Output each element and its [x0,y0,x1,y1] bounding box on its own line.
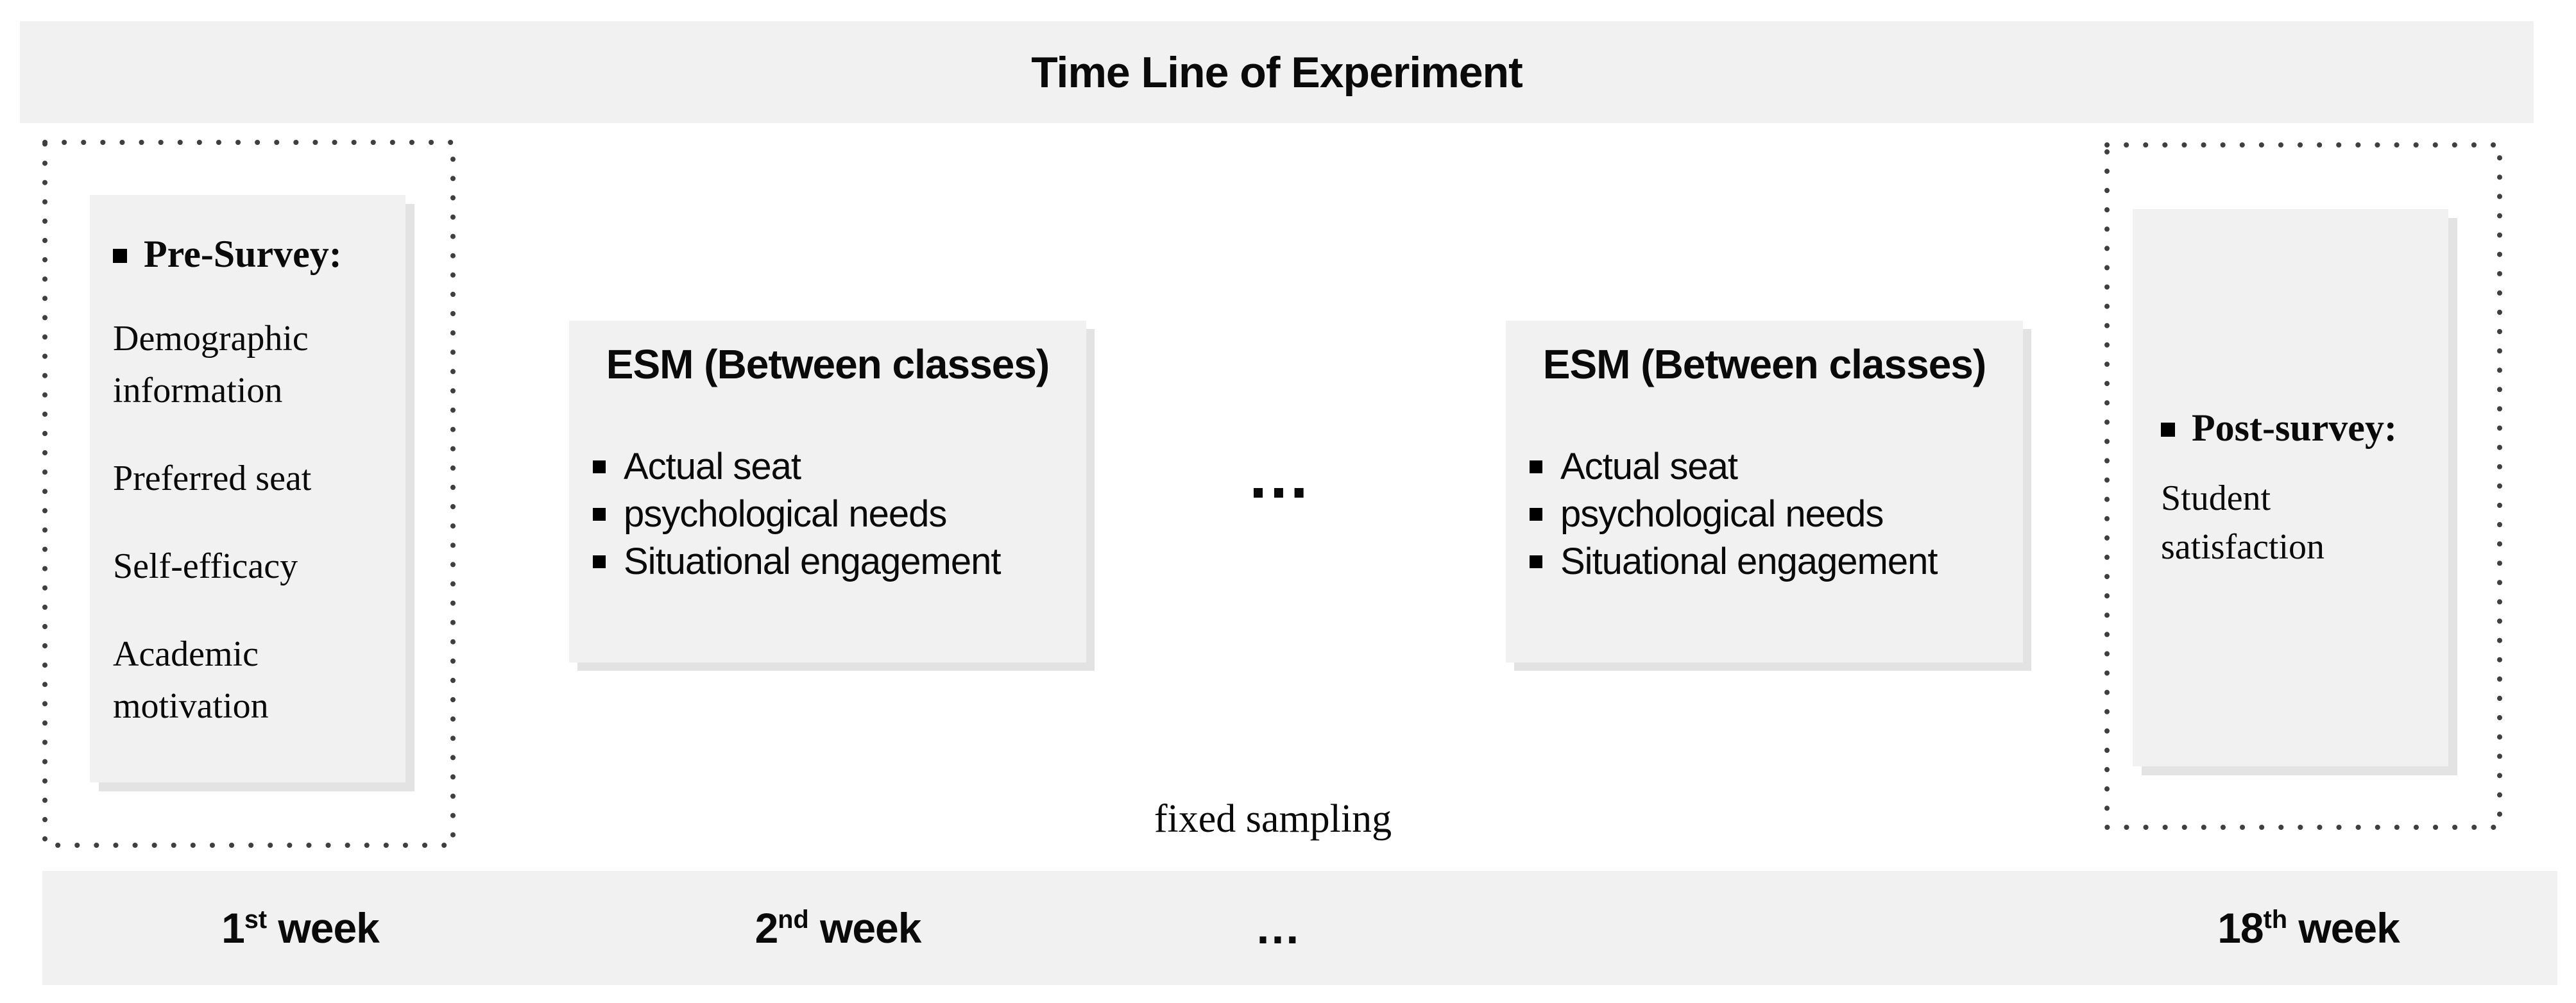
ellipsis-glyph: … [1254,902,1302,954]
week-ordinal-suffix: st [244,906,268,934]
pre-survey-item: Demographic information [113,319,309,410]
title-band: Time Line of Experiment [20,21,2534,123]
esm-card-1-heading: ESM (Between classes) [606,341,1050,387]
square-bullet-icon [2161,422,2175,437]
week-axis-ellipsis: … [1255,902,1302,954]
post-survey-item: Student satisfaction [2161,478,2325,567]
esm-list-item: psychological needs [593,491,1086,538]
between-esm-ellipsis: … [1247,440,1312,512]
esm-list-item: psychological needs [1530,491,2023,538]
week-label-1: 1st week [221,904,380,952]
esm-card-1-list: Actual seat psychological needs Situatio… [569,443,1086,586]
esm-list-item: Situational engagement [593,538,1086,586]
week-ordinal-suffix: th [2263,906,2287,934]
pre-survey-item: Self-efficacy [113,546,298,586]
esm-card-2: ESM (Between classes) Actual seat psycho… [1506,321,2023,662]
diagram-title: Time Line of Experiment [1031,47,1523,97]
esm-list-item: Situational engagement [1530,538,2023,586]
esm-item-label: Actual seat [624,446,801,487]
esm-list-item: Actual seat [1530,443,2023,491]
pre-survey-item: Preferred seat [113,459,312,498]
square-bullet-icon [1530,508,1542,521]
square-bullet-icon [593,555,606,568]
post-survey-card: Post-survey: Student satisfaction [2133,209,2448,766]
week-label-2: 2nd week [755,904,922,952]
post-survey-heading: Post-survey: [2161,405,2397,451]
week-label-18: 18th week [2217,904,2400,952]
esm-item-label: psychological needs [1560,493,1884,535]
week-number: 2 [755,904,779,952]
post-survey-heading-label: Post-survey: [2192,406,2397,449]
esm-item-label: Situational engagement [624,541,1001,582]
pre-survey-heading: Pre-Survey: [113,231,389,277]
esm-item-label: Situational engagement [1560,541,1938,582]
square-bullet-icon [1530,555,1542,568]
week-axis-band: 1st week 2nd week … 18th week [42,871,2557,985]
esm-item-label: Actual seat [1560,446,1738,487]
square-bullet-icon [593,508,606,521]
fixed-sampling-label: fixed sampling [1154,797,1392,841]
square-bullet-icon [1530,460,1542,473]
week-number: 1 [221,904,245,952]
week-word: week [267,904,379,952]
week-ordinal-suffix: nd [778,906,809,934]
pre-survey-item: Academic motivation [113,634,269,726]
pre-survey-heading-label: Pre-Survey: [144,233,342,275]
week-number: 18 [2217,904,2264,952]
esm-list-item: Actual seat [593,443,1086,491]
esm-card-1: ESM (Between classes) Actual seat psycho… [569,321,1086,662]
week-word: week [808,904,921,952]
pre-survey-card: Pre-Survey: Demographic information Pref… [90,195,405,782]
week-word: week [2287,904,2400,952]
esm-item-label: psychological needs [624,493,947,535]
square-bullet-icon [113,249,127,263]
esm-card-2-heading: ESM (Between classes) [1542,341,1986,387]
square-bullet-icon [593,460,606,473]
esm-card-2-list: Actual seat psychological needs Situatio… [1506,443,2023,586]
